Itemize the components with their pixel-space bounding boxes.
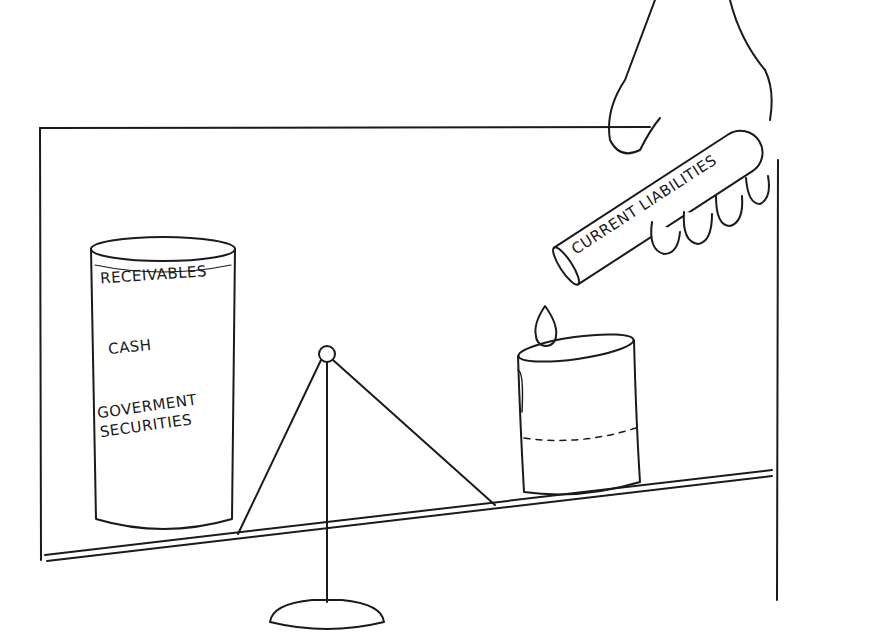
hand-finger (716, 196, 742, 226)
beaker-shading (518, 370, 523, 412)
pivot-ball (319, 346, 335, 362)
beaker-body (518, 340, 640, 494)
can-rim (91, 237, 235, 261)
hand-finger (651, 222, 680, 254)
node-label: CASH (107, 330, 208, 359)
balance-base (270, 600, 384, 629)
balance-beam (45, 470, 772, 555)
hand-finger (746, 176, 769, 204)
node-label: RECEIVABLES (100, 260, 231, 288)
tube-body (554, 122, 771, 284)
node-label: GOVERMENT SECURITIES (96, 386, 234, 442)
liquid-drop (535, 306, 556, 346)
balance-beam-edge (47, 476, 772, 561)
beaker-liquid (524, 428, 636, 440)
frame-right (777, 160, 778, 600)
frame-left (40, 128, 41, 560)
hand-wrist (730, 0, 772, 120)
can-body (91, 249, 235, 529)
frame-top (40, 127, 650, 128)
hand-finger (684, 212, 712, 244)
balance-post (326, 362, 328, 602)
hand-thumb (609, 0, 660, 153)
balance-strut (238, 360, 321, 534)
balance-strut (333, 360, 495, 505)
asset-can: RECEIVABLES CASH GOVERMENT SECURITIES (86, 235, 240, 535)
